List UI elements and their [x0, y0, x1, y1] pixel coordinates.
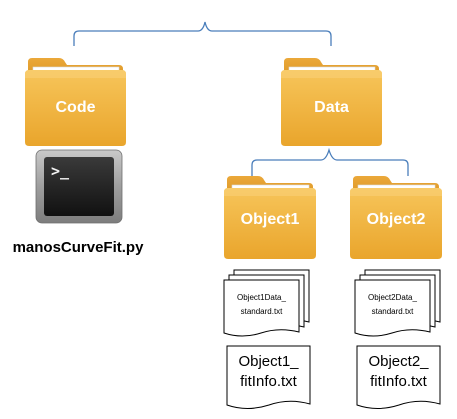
object1-folder[interactable]: Object1: [224, 176, 316, 259]
folder-label-object2: Object2: [367, 211, 426, 228]
terminal-icon: >_: [35, 149, 123, 224]
data-folder[interactable]: Data: [281, 58, 382, 146]
document-stack-icon: [223, 269, 310, 337]
object2-data-stack[interactable]: Object2Data_ standard.txt: [354, 269, 441, 337]
document-stack-icon: [354, 269, 441, 337]
folder-icon: [224, 176, 316, 259]
object2-fitinfo-line2: fitInfo.txt: [370, 373, 428, 390]
folder-label-code: Code: [56, 99, 96, 116]
folder-icon: [350, 176, 442, 259]
object2-fitinfo-line1: Object2_: [368, 353, 429, 370]
document-icon: [356, 345, 441, 409]
object1-fitinfo-line2: fitInfo.txt: [240, 373, 298, 390]
folder-icon: [281, 58, 382, 146]
folder-icon: [25, 58, 126, 146]
data-bracket: [251, 147, 409, 176]
top-bracket: [73, 21, 332, 46]
folder-label-data: Data: [314, 99, 349, 116]
object1-fitinfo-line1: Object1_: [238, 353, 299, 370]
object2-fitinfo-document[interactable]: Object2_ fitInfo.txt: [356, 345, 441, 409]
object1-data-stack[interactable]: Object1Data_ standard.txt: [223, 269, 310, 337]
script-filename[interactable]: manosCurveFit.py: [13, 239, 145, 256]
terminal-prompt: >_: [51, 162, 70, 180]
object1-data-line2: standard.txt: [241, 307, 284, 316]
object2-data-line1: Object2Data_: [368, 293, 417, 302]
folder-label-object1: Object1: [241, 211, 300, 228]
object2-folder[interactable]: Object2: [350, 176, 442, 259]
script-file[interactable]: >_: [35, 149, 123, 224]
object1-data-line1: Object1Data_: [237, 293, 286, 302]
object1-fitinfo-document[interactable]: Object1_ fitInfo.txt: [226, 345, 311, 409]
code-folder[interactable]: Code: [25, 58, 126, 146]
document-icon: [226, 345, 311, 409]
object2-data-line2: standard.txt: [372, 307, 415, 316]
